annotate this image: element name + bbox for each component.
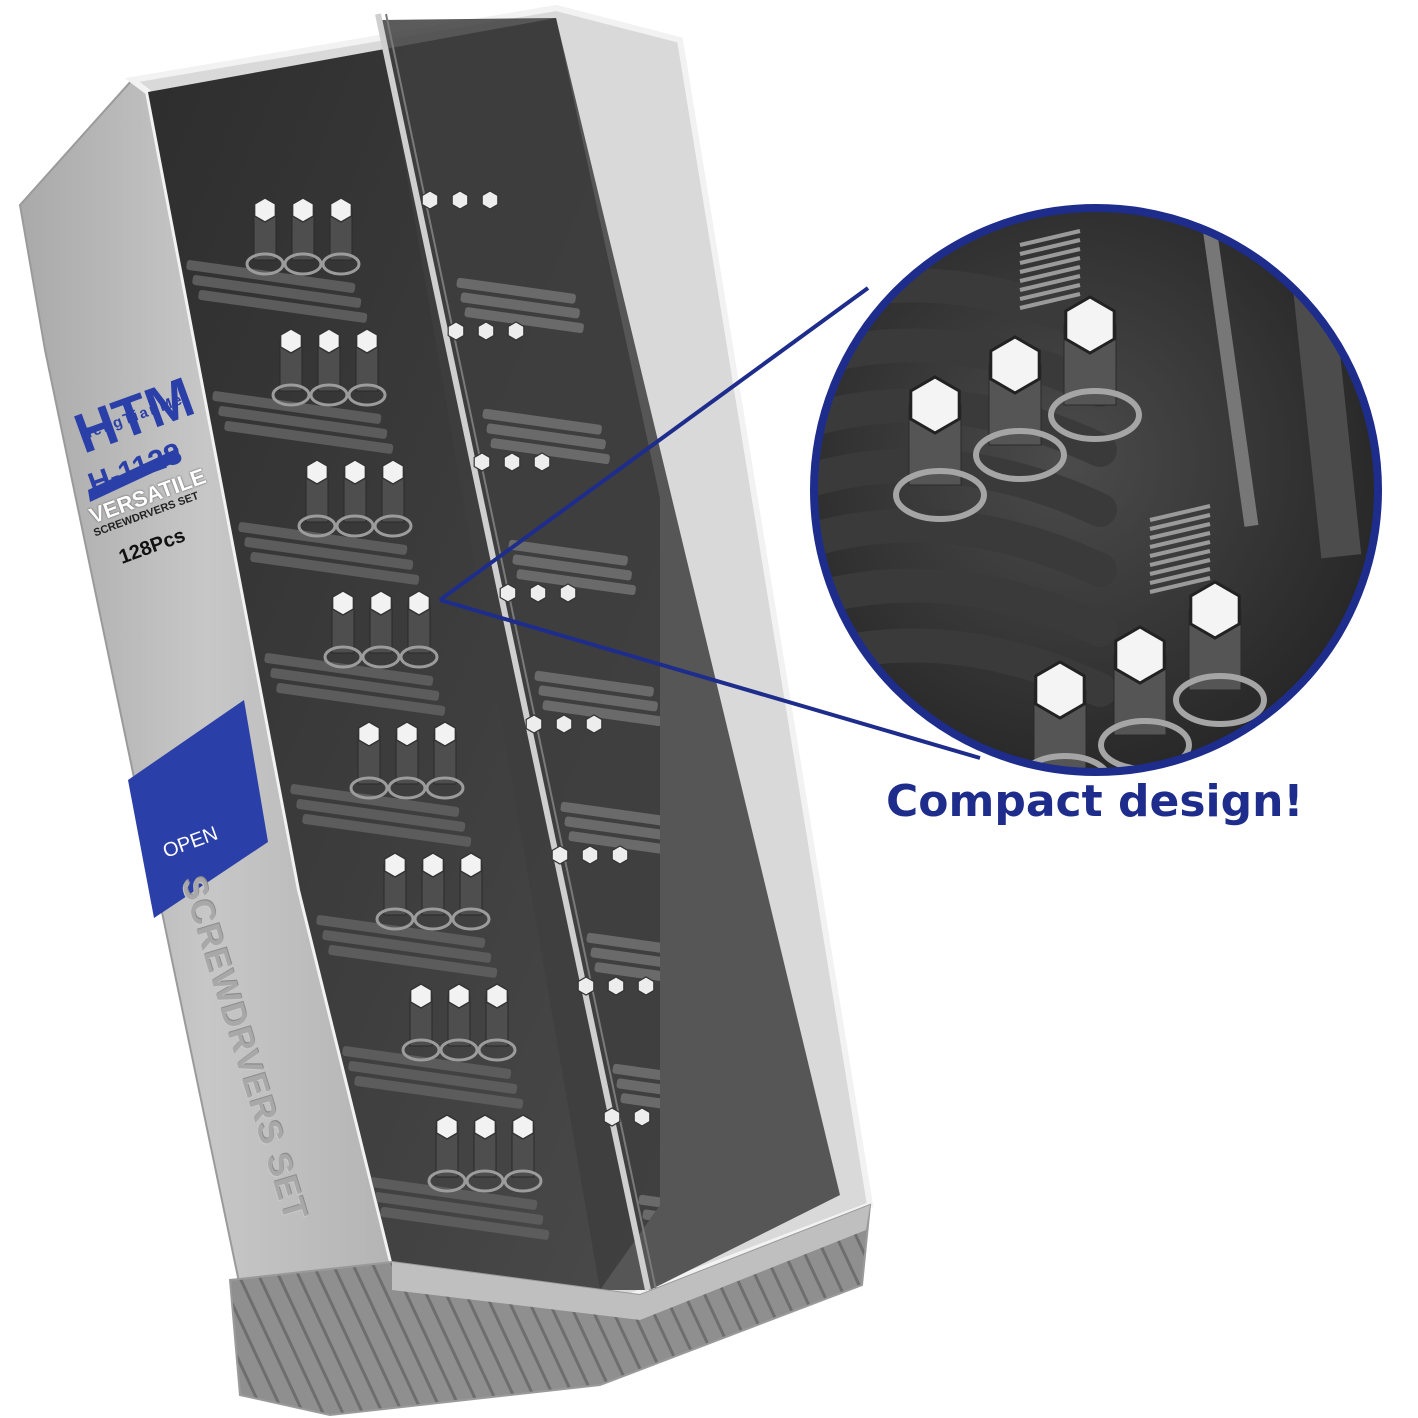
bit-row xyxy=(342,976,660,1120)
zoom-detail xyxy=(810,204,1382,776)
caption-compact-design: Compact design! xyxy=(886,776,1304,827)
bit-row xyxy=(316,845,660,989)
blue-stripe xyxy=(88,448,180,502)
bit-row xyxy=(212,321,610,465)
callout-line-top xyxy=(438,286,870,602)
case-interior-right xyxy=(380,18,840,1290)
bit-row xyxy=(368,1107,660,1251)
lid-center-seam xyxy=(375,13,651,1291)
bit-row xyxy=(186,190,584,334)
bit-row xyxy=(264,583,660,727)
bit-rows xyxy=(186,190,660,1251)
bit-row xyxy=(290,714,660,858)
bit-row xyxy=(238,452,636,596)
blue-open-band xyxy=(128,700,268,918)
callout-line-bottom xyxy=(439,598,981,760)
